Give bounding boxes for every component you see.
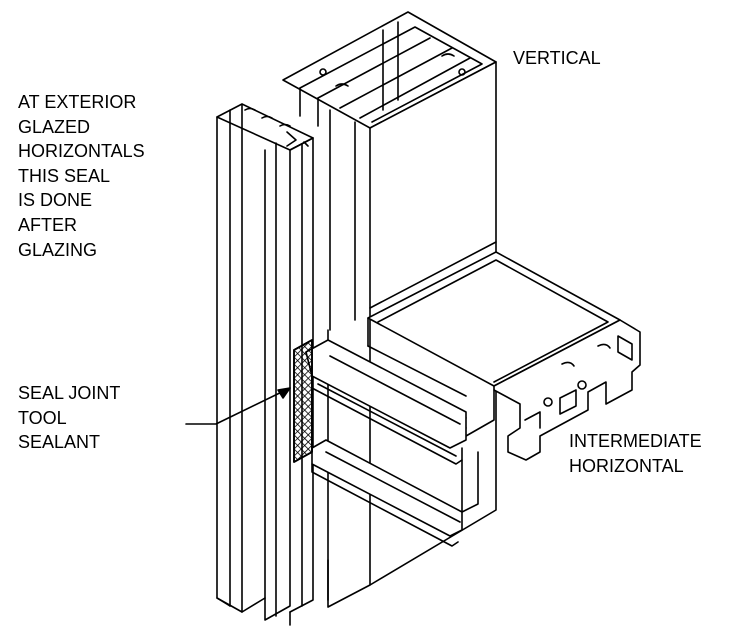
seal-note-line: SEALANT: [18, 432, 101, 453]
exterior-note-label: AT EXTERIOR GLAZED HORIZONTALS THIS SEAL…: [18, 90, 145, 262]
pressure-plate-strip: [216, 103, 314, 626]
seal-note-label: SEAL JOINT TOOL SEALANT: [18, 381, 120, 455]
horizontal-label-line: HORIZONTAL: [569, 455, 684, 476]
vertical-label-text: VERTICAL: [513, 48, 601, 68]
horizontal-label-line: INTERMEDIATE: [569, 431, 702, 451]
seal-leader-arrow: [185, 387, 291, 425]
intermediate-horizontal: [335, 251, 641, 461]
seal-note-line: SEAL JOINT: [18, 383, 121, 403]
exterior-note-line: HORIZONTALS: [18, 141, 145, 162]
sealant-joint: [293, 339, 313, 463]
vertical-label: VERTICAL: [513, 46, 601, 71]
exterior-note-line: GLAZING: [18, 239, 98, 260]
exterior-note-line: AFTER: [18, 214, 78, 235]
horizontal-label: INTERMEDIATE HORIZONTAL: [569, 429, 702, 478]
horizontal-glazing-leg: [305, 339, 479, 547]
vertical-mullion: [282, 11, 497, 608]
seal-note-line: TOOL: [18, 407, 67, 428]
exterior-note-line: THIS SEAL: [18, 165, 111, 186]
exterior-note-line: IS DONE: [18, 190, 93, 211]
exterior-note-line: GLAZED: [18, 116, 91, 137]
exterior-note-line: AT EXTERIOR: [18, 92, 137, 112]
